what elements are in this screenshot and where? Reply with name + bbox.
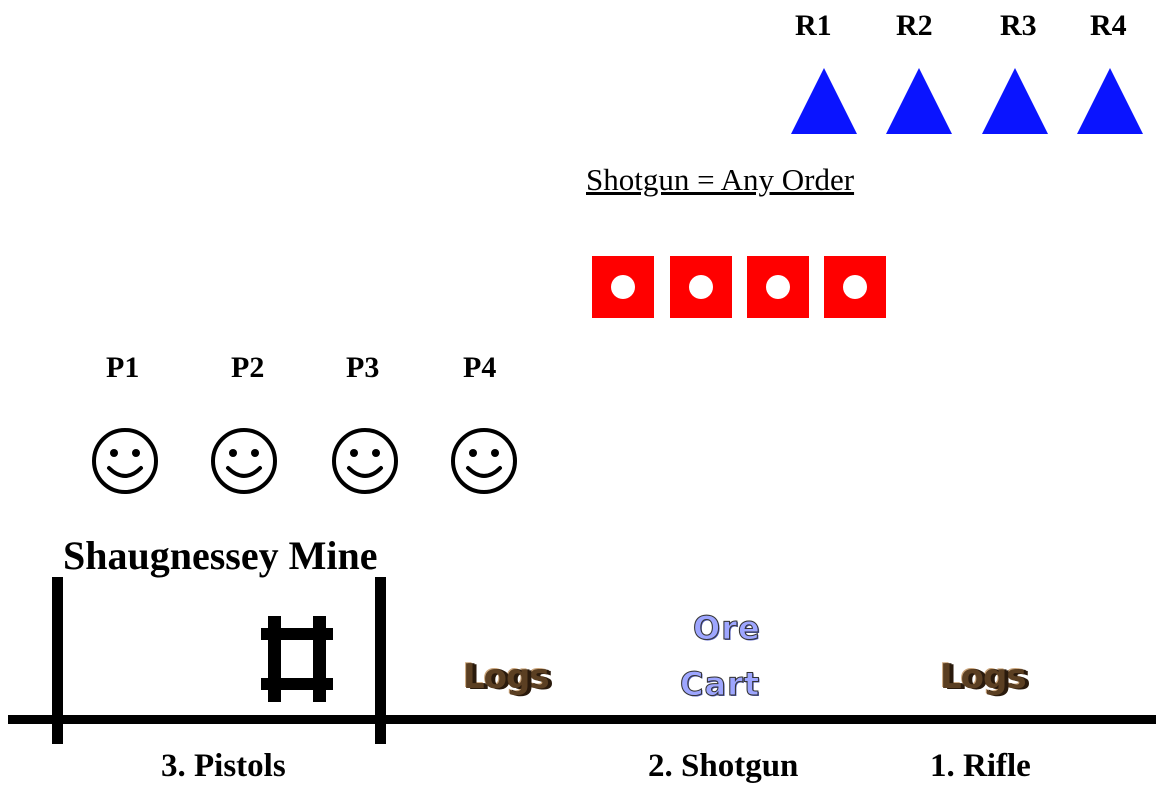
rifle-target-label-r1: R1 (795, 11, 832, 41)
stage-label-pistols: 3. Pistols (161, 748, 286, 785)
target-center-dot-icon (689, 275, 713, 299)
logs-prop-left: Logs (463, 660, 549, 694)
rifle-target-triangle-icon (1077, 68, 1143, 134)
ore-cart-label-line1: Ore (693, 612, 761, 644)
shotgun-order-note: Shotgun = Any Order (586, 162, 854, 198)
mine-shaft-timber-icon (259, 614, 335, 704)
mine-title: Shaugnessey Mine (63, 532, 378, 579)
pistol-target-label-p1: P1 (106, 353, 139, 383)
rifle-target-triangle-icon (791, 68, 857, 134)
smiley-face-icon (330, 426, 400, 496)
logs-prop-right: Logs (940, 660, 1026, 694)
target-center-dot-icon (611, 275, 635, 299)
pistol-target-label-p4: P4 (463, 353, 496, 383)
stage-label-shotgun: 2. Shotgun (648, 748, 798, 785)
pistol-target-label-p2: P2 (231, 353, 264, 383)
smiley-face-icon (209, 426, 279, 496)
target-center-dot-icon (766, 275, 790, 299)
rifle-target-triangle-icon (982, 68, 1048, 134)
rifle-target-label-r2: R2 (896, 11, 933, 41)
shotgun-target-square-icon (747, 256, 809, 318)
ground-line (8, 715, 1156, 724)
ore-cart-label-line2: Cart (680, 668, 760, 700)
shotgun-target-square-icon (592, 256, 654, 318)
shotgun-target-square-icon (670, 256, 732, 318)
pistol-target-label-p3: P3 (346, 353, 379, 383)
rifle-target-label-r3: R3 (1000, 11, 1037, 41)
smiley-face-icon (449, 426, 519, 496)
smiley-face-icon (90, 426, 160, 496)
target-center-dot-icon (843, 275, 867, 299)
shotgun-target-square-icon (824, 256, 886, 318)
rifle-target-label-r4: R4 (1090, 11, 1127, 41)
rifle-target-triangle-icon (886, 68, 952, 134)
stage-label-rifle: 1. Rifle (930, 748, 1031, 785)
